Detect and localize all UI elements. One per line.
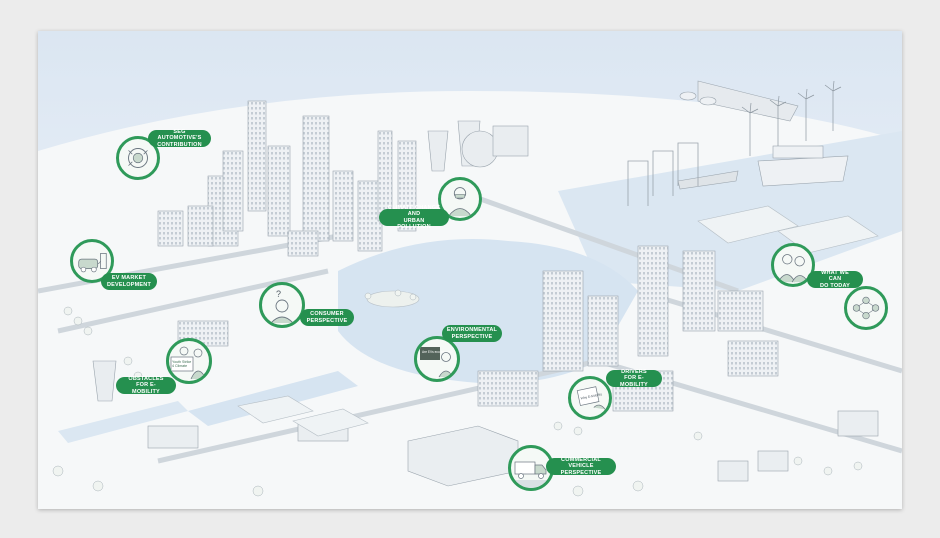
cooling-towers [92,120,529,402]
wind-turbines [741,80,842,156]
canal [188,371,358,426]
fields [237,205,879,437]
brochure-text: Why E-Mobility [580,392,602,400]
climate-change-label[interactable]: CLIMATE CHANGE AND URBAN POLLUTION [379,205,449,230]
today-label[interactable]: WHAT WE CAN DO TODAY [807,270,863,289]
today-circle-network[interactable] [844,286,888,330]
environmental-circle[interactable]: Are EVs eco-friendly? [414,336,460,382]
harbor-cranes [627,142,699,206]
trees [52,289,863,497]
seg-contribution-label[interactable]: SEG AUTOMOTIVE'S CONTRIBUTION [148,129,211,148]
alternator-icon [128,148,148,168]
consumer-circle[interactable]: ? [259,282,305,328]
network-icon [852,296,880,320]
teacher-icon: Are EVs eco-friendly? [420,347,454,378]
brochure-icon: Why E-Mobility [576,386,606,410]
environmental-label[interactable]: ENVIRONMENTAL PERSPECTIVE [442,325,502,342]
skyline-left [157,100,417,257]
obstacles-label[interactable]: OBSTACLES FOR E-MOBILITY [116,376,176,395]
canal-west [58,401,188,443]
drivers-circle[interactable]: Why E-Mobility [568,376,612,420]
drivers-label[interactable]: DRIVERS FOR E-MOBILITY [606,369,662,388]
ev-market-label[interactable]: EV MARKET DEVELOPMENT [101,273,157,290]
charging-car-icon [78,253,107,273]
city-illustration-frame: SEG AUTOMOTIVE'S CONTRIBUTION CLIMATE CH… [38,31,902,509]
question-person-icon: ? [270,289,294,324]
bubble-text: Are EVs eco-friendly? [422,350,453,354]
city-scene [38,31,902,509]
consumer-label[interactable]: CONSUMER PERSPECTIVE [300,309,354,326]
svg-text:?: ? [276,289,281,299]
commercial-label[interactable]: COMMERCIAL VEHICLE PERSPECTIVE [546,457,616,476]
ships [677,80,849,190]
person-mask-icon [448,187,472,217]
truck-icon [511,461,551,488]
